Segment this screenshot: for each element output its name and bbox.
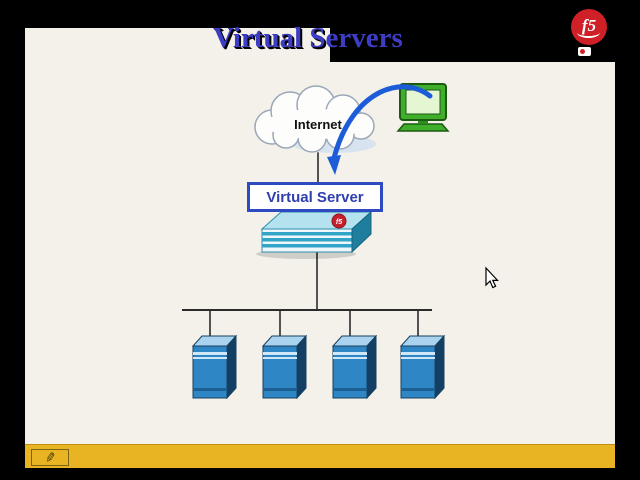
client-request-arrow-icon <box>327 84 433 175</box>
virtual-server-box: Virtual Server <box>247 182 383 212</box>
slide-title: Virtual Servers <box>213 22 403 54</box>
f5-logo: f5 <box>571 9 607 45</box>
appliance-badge: f5 <box>336 219 342 226</box>
internet-cloud-icon <box>254 85 376 153</box>
f5-logo-flag-icon <box>578 47 591 56</box>
pen-tool-button[interactable]: ✎ <box>31 449 69 466</box>
f5-logo-text: f5 <box>581 15 597 35</box>
internet-cloud-label: Internet <box>294 117 342 132</box>
server-icon <box>400 335 445 399</box>
annotation-toolbar: ✎ <box>25 444 615 468</box>
server-icon <box>192 335 237 399</box>
pen-icon: ✎ <box>43 449 57 466</box>
server-icon <box>332 335 377 399</box>
virtual-server-label: Virtual Server <box>266 188 364 206</box>
server-pool <box>192 335 445 399</box>
bigip-appliance-icon: f5 <box>256 210 373 259</box>
network-lines <box>182 150 432 340</box>
server-icon <box>262 335 307 399</box>
mouse-cursor <box>485 266 499 289</box>
